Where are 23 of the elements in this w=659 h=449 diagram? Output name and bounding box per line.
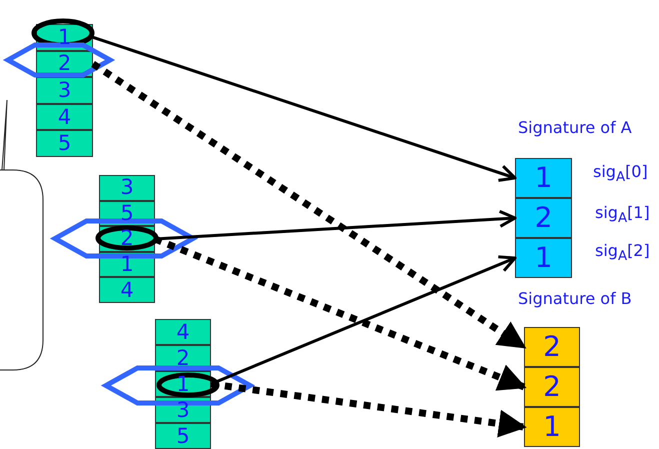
- value-cell: 2: [524, 367, 580, 407]
- value-cell: 5: [36, 130, 93, 157]
- value-cell: 2: [524, 327, 580, 367]
- arrow: [92, 36, 516, 182]
- index-label: sig$_{A}$[0]: [593, 162, 648, 186]
- value-cell: 4: [36, 104, 93, 130]
- value-cell: 3: [36, 77, 93, 104]
- arrow: [210, 255, 516, 386]
- dotted-arrow: [154, 236, 527, 391]
- value-cell: 1: [515, 238, 572, 278]
- value-cell: 1: [524, 407, 580, 447]
- dotted-arrow: [91, 60, 526, 350]
- index-label: sig$_{A}$[1]: [595, 203, 650, 226]
- value-cell: 2: [515, 198, 572, 238]
- value-cell: 3: [99, 175, 155, 201]
- value-cell: 4: [99, 277, 155, 303]
- signature-title: Signature of B: [518, 289, 632, 308]
- index-label: sig$_{A}$[2]: [595, 241, 650, 264]
- signature-title: Signature of A: [518, 118, 632, 137]
- value-cell: 4: [155, 319, 211, 345]
- dotted-arrow: [210, 380, 527, 438]
- value-cell: 1: [515, 158, 572, 198]
- value-cell: 5: [155, 423, 211, 449]
